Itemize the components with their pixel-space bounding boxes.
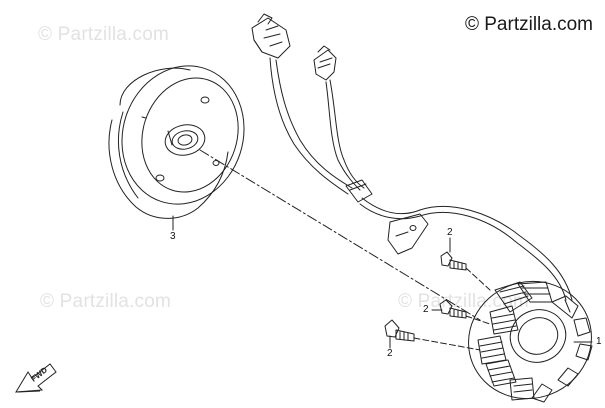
watermark-top-left: © Partzilla.com: [38, 24, 170, 45]
stator-part[interactable]: [451, 263, 605, 408]
center-axis-line: [199, 149, 481, 321]
bolt-middle[interactable]: [439, 299, 467, 319]
callout-bolt-middle[interactable]: 2: [423, 304, 429, 315]
flywheel-part[interactable]: [104, 50, 261, 220]
brand-label[interactable]: © Partzilla.com: [464, 14, 593, 35]
watermark-bottom-right: © Partzilla.com: [398, 291, 530, 312]
callout-stator[interactable]: 1: [596, 336, 602, 347]
watermark-bottom-left: © Partzilla.com: [40, 291, 172, 312]
forward-direction-arrow-icon: FWD: [14, 358, 58, 394]
callout-bolt-upper[interactable]: 2: [447, 227, 453, 238]
bolt-lower[interactable]: [384, 319, 415, 342]
callout-flywheel[interactable]: 3: [170, 231, 176, 242]
bolt-upper[interactable]: [440, 251, 467, 271]
callout-bolt-lower[interactable]: 2: [387, 348, 393, 359]
wiring-harness[interactable]: [251, 13, 573, 313]
